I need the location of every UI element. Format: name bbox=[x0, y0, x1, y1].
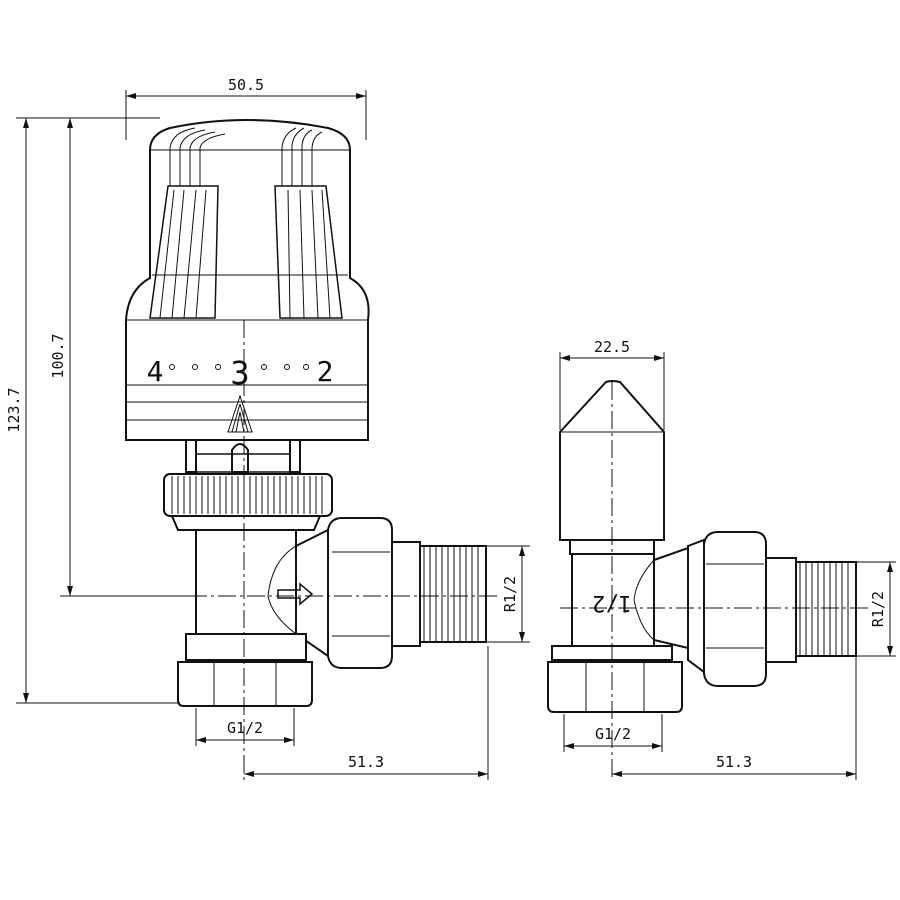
dial-dots bbox=[169, 364, 309, 370]
outlet-thread-side bbox=[799, 562, 849, 656]
dim-offset-side: 51.3 bbox=[716, 753, 752, 771]
knurled-nut-ribs bbox=[171, 476, 323, 514]
dim-thread-outlet-side: R1/2 bbox=[869, 591, 887, 627]
dial-number-left: 4 bbox=[147, 355, 164, 388]
dim-height-total: 123.7 bbox=[5, 387, 23, 432]
dim-offset-front: 51.3 bbox=[348, 753, 384, 771]
valve-body-front bbox=[163, 473, 487, 707]
dial-number-right: 2 bbox=[317, 355, 334, 388]
outlet-thread-front bbox=[423, 546, 479, 642]
dim-thread-bottom-front: G1/2 bbox=[227, 719, 263, 737]
dim-thread-bottom-side: G1/2 bbox=[595, 725, 631, 743]
center-lines bbox=[160, 320, 870, 780]
dim-width-side-head: 22.5 bbox=[594, 338, 630, 356]
thermostatic-head: 4 3 2 bbox=[125, 119, 370, 473]
dial-number-center: 3 bbox=[230, 354, 249, 392]
dim-height-to-axis: 100.7 bbox=[49, 333, 67, 378]
dim-width-top: 50.5 bbox=[228, 76, 264, 94]
dim-thread-outlet-front: R1/2 bbox=[501, 576, 519, 612]
valve-side-view: 1/2 bbox=[547, 380, 857, 713]
dimensions: 50.5 123.7 100.7 G1/2 51.3 R1/2 bbox=[5, 76, 896, 780]
